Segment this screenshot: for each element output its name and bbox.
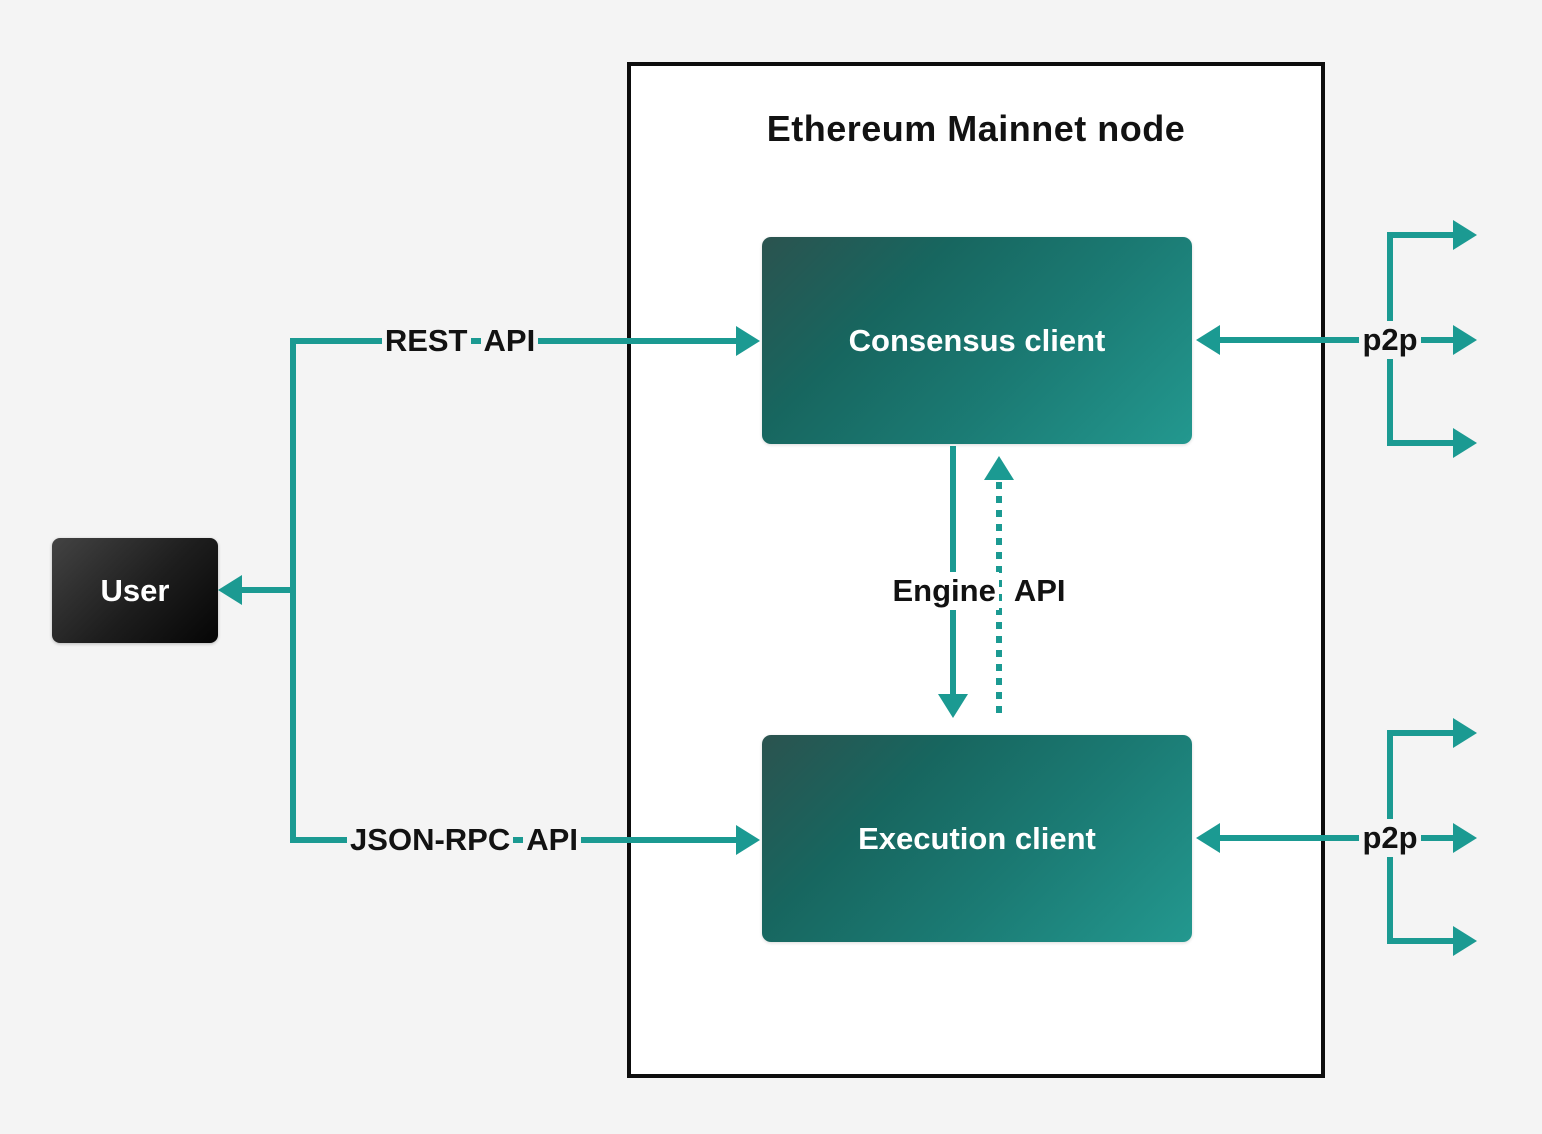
json-rpc-arrowhead-icon — [736, 825, 760, 855]
json-rpc-line — [290, 837, 738, 843]
json-rpc-api-label: JSON-RPC API — [344, 819, 584, 861]
user-box: User — [52, 538, 218, 643]
p2p-top-lower-arrowhead-icon — [1453, 428, 1477, 458]
consensus-client-label: Consensus client — [848, 322, 1106, 358]
p2p-bottom-label: p2p — [1350, 816, 1430, 860]
p2p-top-upper-line — [1387, 232, 1455, 238]
p2p-top-middle-arrowhead-icon — [1453, 325, 1477, 355]
p2p-top-label: p2p — [1350, 318, 1430, 362]
user-label: User — [100, 572, 170, 608]
p2p-bottom-upper-line — [1387, 730, 1455, 736]
json-rpc-word2: API — [523, 821, 581, 859]
rest-api-label: REST API — [380, 320, 540, 362]
consensus-client-box: Consensus client — [762, 237, 1192, 444]
p2p-bottom-text: p2p — [1359, 819, 1421, 857]
execution-client-box: Execution client — [762, 735, 1192, 942]
p2p-top-middle-line — [1220, 337, 1455, 343]
rest-api-word1: REST — [381, 322, 471, 360]
p2p-bottom-upper-arrowhead-icon — [1453, 718, 1477, 748]
engine-api-up-arrowhead-icon — [984, 456, 1014, 480]
engine-api-down-arrowhead-icon — [938, 694, 968, 718]
p2p-bottom-to-execution-arrowhead-icon — [1196, 823, 1220, 853]
user-line — [240, 587, 296, 593]
engine-api-label: Engine API — [879, 570, 1079, 612]
p2p-top-lower-line — [1387, 440, 1455, 446]
p2p-bottom-middle-line — [1220, 835, 1455, 841]
user-arrowhead-icon — [218, 575, 242, 605]
execution-client-label: Execution client — [858, 820, 1096, 856]
json-rpc-word1: JSON-RPC — [347, 821, 514, 859]
engine-api-word1: Engine — [889, 572, 999, 610]
engine-api-dotted-line — [996, 482, 1002, 714]
p2p-bottom-lower-arrowhead-icon — [1453, 926, 1477, 956]
engine-api-solid-line — [950, 446, 956, 696]
rest-api-arrowhead-icon — [736, 326, 760, 356]
rest-api-word2: API — [480, 322, 539, 360]
diagram-title: Ethereum Mainnet node — [766, 108, 1186, 149]
p2p-top-upper-arrowhead-icon — [1453, 220, 1477, 250]
p2p-top-text: p2p — [1359, 321, 1421, 359]
p2p-top-to-consensus-arrowhead-icon — [1196, 325, 1220, 355]
engine-api-word2: API — [1010, 572, 1069, 610]
p2p-bottom-middle-arrowhead-icon — [1453, 823, 1477, 853]
p2p-bottom-lower-line — [1387, 938, 1455, 944]
